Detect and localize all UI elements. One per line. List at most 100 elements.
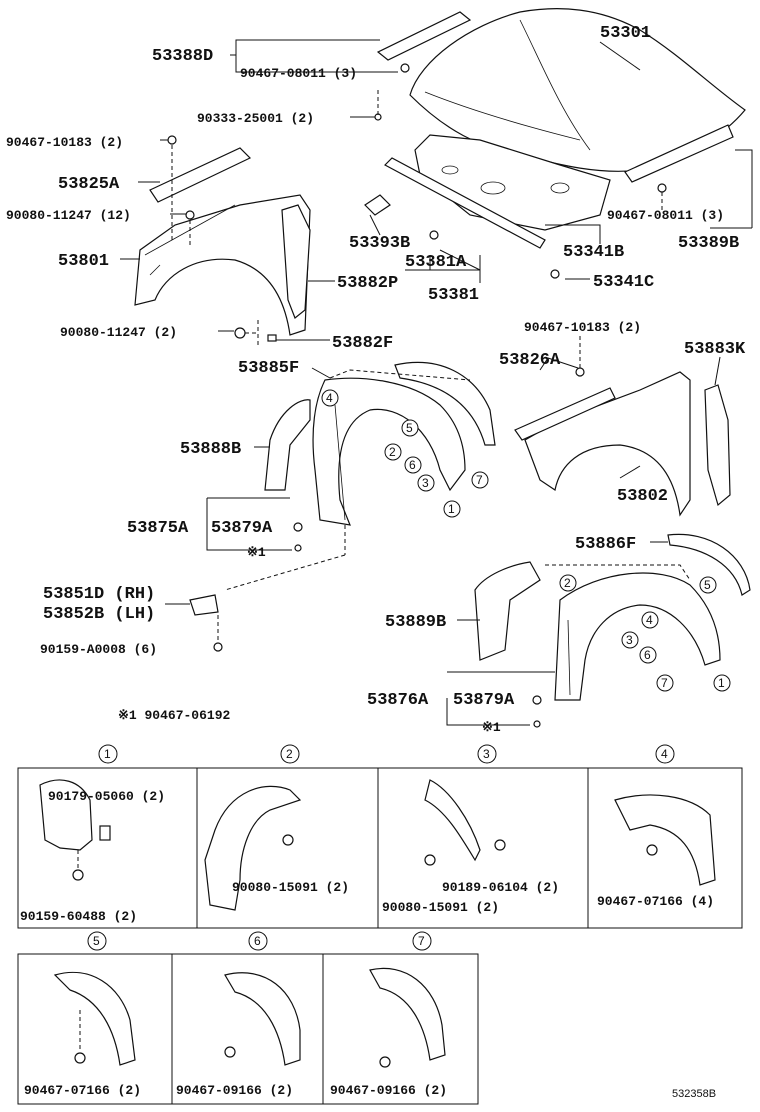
label-note-legend: ※1 90467-06192: [118, 708, 231, 723]
bolt-icon: [234, 327, 246, 339]
callout-1-lh: 1: [448, 502, 455, 516]
label-bracket-lh: 53852B (LH): [43, 605, 155, 624]
label-fender-rh: 53802: [617, 487, 668, 506]
liner-rear-rh-shape: [554, 572, 721, 701]
panel-6-liner-sketch: [224, 972, 301, 1066]
panel-5-number: 5: [93, 934, 100, 948]
label-seal-53882f: 53882F: [332, 334, 393, 353]
liner-53888b-shape: [264, 399, 311, 491]
panel-4-part-a: 90467-07166 (4): [597, 894, 714, 909]
clip-icon: [532, 695, 542, 705]
panel-7-part-a: 90467-09166 (2): [330, 1083, 447, 1098]
label-seal-53381a: 53381A: [405, 253, 467, 272]
hood-front-seal: [384, 157, 546, 249]
panel-2-liner-sketch: [204, 785, 302, 911]
clip-icon: [167, 135, 177, 145]
callout-5-lh: 5: [406, 421, 413, 435]
label-clip-10183-rh: 90467-10183 (2): [524, 320, 641, 335]
seal-53885f-shape: [394, 361, 496, 446]
label-liner-53875a: 53875A: [127, 519, 189, 538]
panel-5-liner-sketch: [53, 971, 136, 1066]
label-liner-53879a-lh: 53879A: [211, 519, 273, 538]
label-seal-53825a: 53825A: [58, 175, 120, 194]
cushion-53393b-shape: [364, 194, 391, 216]
panel-4-liner-sketch: [614, 794, 716, 886]
seal-53826a-shape: [514, 387, 616, 441]
label-seal-53883k: 53883K: [684, 340, 746, 359]
bracket-shape: [189, 594, 219, 616]
hood-seal-lh-shape: [376, 11, 472, 61]
label-bracket-rh: 53851D (RH): [43, 585, 155, 604]
panel-2-number: 2: [286, 747, 293, 761]
label-bolt-a0008: 90159-A0008 (6): [40, 642, 157, 657]
panel-3-part-b: 90080-15091 (2): [382, 900, 499, 915]
callout-6-rh: 6: [644, 648, 651, 662]
label-seal-53826a: 53826A: [499, 351, 561, 370]
callout-3-rh: 3: [626, 633, 633, 647]
label-seal-53886f: 53886F: [575, 535, 636, 554]
panel-1-number: 1: [104, 747, 111, 761]
seal-53825a-shape: [149, 147, 252, 203]
panel-6-part-a: 90467-09166 (2): [176, 1083, 293, 1098]
bolt-icon: [213, 642, 223, 652]
label-hood-seal-screw-rh: 90467-08011 (3): [607, 208, 724, 223]
panel-6-number: 6: [254, 934, 261, 948]
callout-6-lh: 6: [409, 458, 416, 472]
hood-seal-rh-shape: [624, 124, 734, 183]
panel-3-liner-sketch: [424, 779, 506, 866]
callout-5-rh: 5: [704, 578, 711, 592]
label-clip-53341c: 53341C: [593, 273, 654, 292]
label-note-x1-rh: ※1: [482, 720, 501, 735]
label-clip-25001: 90333-25001 (2): [197, 111, 314, 126]
label-fender-lh: 53801: [58, 252, 109, 271]
panel-3-number: 3: [483, 747, 490, 761]
callout-7-lh: 7: [476, 473, 483, 487]
clip-icon: [575, 367, 585, 377]
bolt-icon: [185, 210, 195, 220]
panel-header-circles: [87, 744, 675, 951]
callout-7-rh: 7: [661, 676, 668, 690]
label-insulator-53341b: 53341B: [563, 243, 624, 262]
clip-icon: [533, 720, 541, 728]
label-bolt-11247-2: 90080-11247 (2): [60, 325, 177, 340]
label-liner-53876a: 53876A: [367, 691, 429, 710]
footer-code: 532358B: [672, 1088, 716, 1100]
label-liner-53889b: 53889B: [385, 613, 446, 632]
liner-53889b-shape: [474, 561, 541, 661]
panel-7-liner-sketch: [369, 967, 446, 1068]
label-liner-53879a-rh: 53879A: [453, 691, 515, 710]
callout-4-rh: 4: [646, 613, 653, 627]
panel-1-part-a: 90179-05060 (2): [48, 789, 165, 804]
panel-1-liner-sketch: [39, 779, 111, 881]
label-hood-seal-rh: 53389B: [678, 234, 739, 253]
panel-1-part-b: 90159-60488 (2): [20, 909, 137, 924]
label-hood: 53301: [600, 24, 651, 43]
panel-5-part-a: 90467-07166 (2): [24, 1083, 141, 1098]
label-seal-53885f: 53885F: [238, 359, 299, 378]
seal-53883k-shape: [704, 384, 731, 507]
panel-2-part-a: 90080-15091 (2): [232, 880, 349, 895]
seal-53882p-shape: [281, 204, 311, 319]
label-hood-seal-screw-lh: 90467-08011 (3): [240, 66, 357, 81]
label-seal-53381: 53381: [428, 286, 479, 305]
callout-circles: [321, 389, 731, 692]
label-clip-10183-lh: 90467-10183 (2): [6, 135, 123, 150]
panel-7-number: 7: [418, 934, 425, 948]
callout-3-lh: 3: [422, 476, 429, 490]
label-bolt-11247-12: 90080-11247 (12): [6, 208, 131, 223]
detail-panels-top: [17, 767, 743, 929]
callout-2-lh: 2: [389, 445, 396, 459]
panel-4-number: 4: [661, 747, 668, 761]
label-liner-53888b: 53888B: [180, 440, 241, 459]
label-seal-53882p: 53882P: [337, 274, 398, 293]
label-hood-seal-lh: 53388D: [152, 47, 213, 66]
label-note-x1-lh: ※1: [247, 545, 266, 560]
detail-panels-bottom: [17, 953, 479, 1105]
clip-icon: [294, 544, 302, 552]
callout-4-lh: 4: [326, 391, 333, 405]
seal-53886f-shape: [667, 533, 751, 596]
callout-2-rh: 2: [564, 576, 571, 590]
clip-icon: [293, 522, 303, 532]
callout-1-rh: 1: [718, 676, 725, 690]
